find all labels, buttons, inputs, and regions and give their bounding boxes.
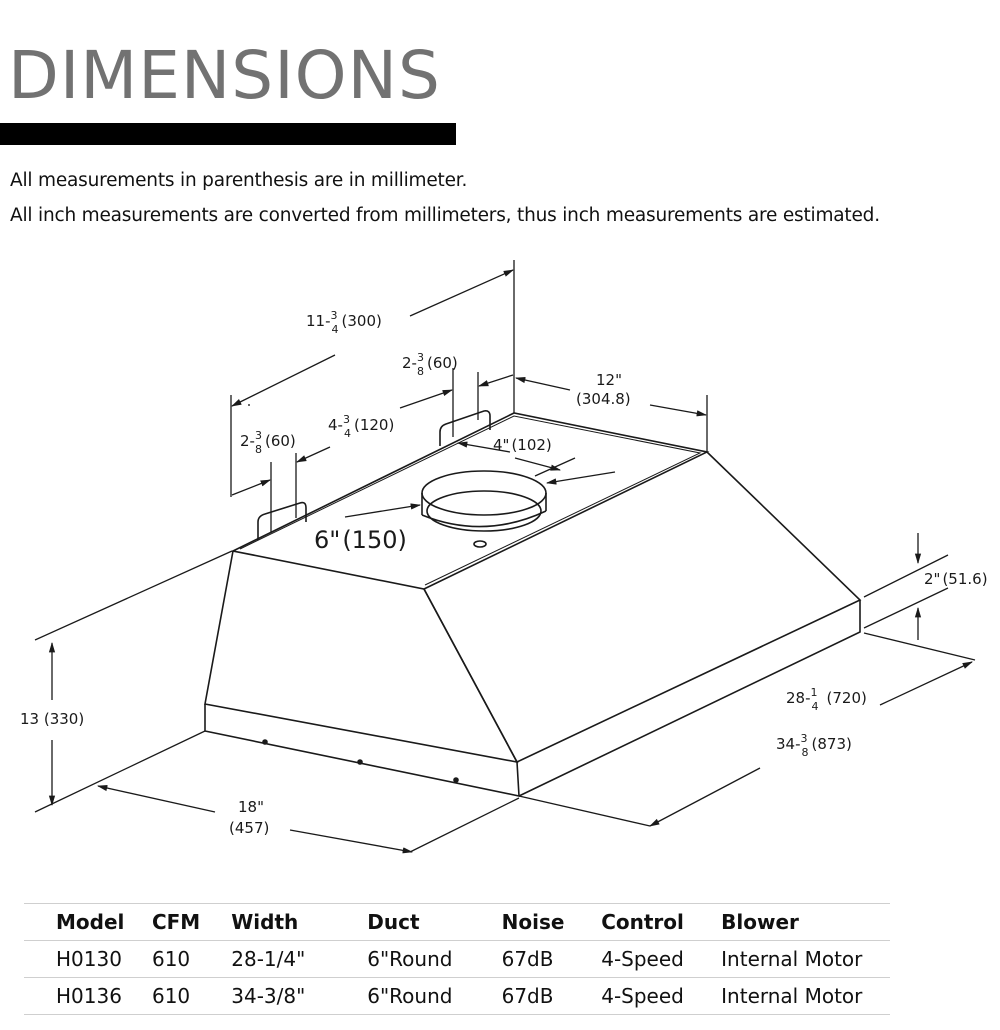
range-hood-diagram: 11-34(300) 2-38(60) 4-34(120) 2-38(60) 1… [20,260,988,854]
label-top-width-inch: 12" [596,371,622,389]
title-underline-bar [0,123,456,145]
dimension-lines [34,260,976,854]
cell-duct: 6"Round [349,940,496,978]
table-header-row: Model CFM Width Duct Noise Control Blowe… [24,903,890,941]
cell-model: H0130 [24,940,146,978]
label-duct-offset: 4"(102) [493,436,552,454]
cell-noise: 67dB [495,977,596,1015]
col-width: Width [225,903,350,941]
cell-control: 4-Speed [595,977,716,1015]
col-duct: Duct [349,903,496,941]
col-model: Model [24,903,146,941]
col-noise: Noise [495,903,596,941]
cell-width: 34-3/8" [225,977,350,1015]
hood-outline [204,410,862,797]
table-row: H0130 610 28-1/4" 6"Round 67dB 4-Speed I… [24,940,890,978]
note-millimeter: All measurements in parenthesis are in m… [10,170,468,191]
col-control: Control [595,903,716,941]
cell-noise: 67dB [495,940,596,978]
cell-model: H0136 [24,977,146,1015]
col-blower: Blower [715,903,890,941]
table-row: H0136 610 34-3/8" 6"Round 67dB 4-Speed I… [24,977,890,1015]
page-title: DIMENSIONS [8,37,441,114]
col-cfm: CFM [145,903,226,941]
cell-cfm: 610 [145,977,226,1015]
label-lip-height: 2"(51.6) [924,570,988,588]
cell-control: 4-Speed [595,940,716,978]
note-inch-estimate: All inch measurements are converted from… [10,205,880,226]
label-duct-diameter: 6"(150) [314,526,407,554]
label-height: 13 (330) [20,710,84,728]
label-depth-inch: 18" [238,798,264,816]
cell-width: 28-1/4" [225,940,350,978]
cell-blower: Internal Motor [715,977,890,1015]
label-depth-mm: (457) [229,819,269,837]
cell-duct: 6"Round [349,977,496,1015]
cell-blower: Internal Motor [715,940,890,978]
cell-cfm: 610 [145,940,226,978]
label-top-width-mm: (304.8) [576,390,631,408]
spec-table: Model CFM Width Duct Noise Control Blowe… [24,903,890,1015]
